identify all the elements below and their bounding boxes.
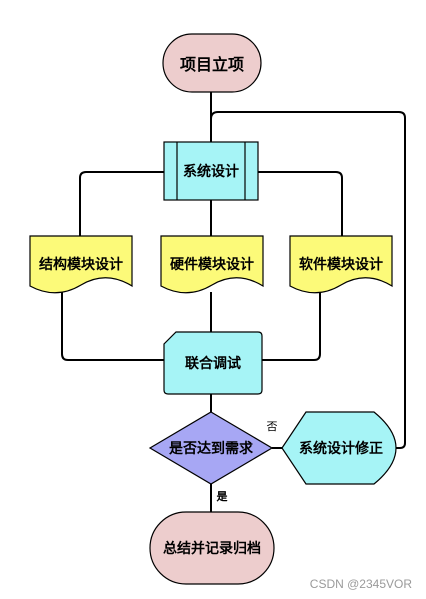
- edge-system-to-structure: [79, 171, 164, 236]
- edge-revise-feedback-loop: [210, 111, 406, 449]
- hardware-design-document-shape: [160, 235, 264, 294]
- start-terminal-shape: [162, 33, 262, 93]
- end-terminal-shape: [149, 511, 275, 585]
- software-design-document-shape: [289, 235, 393, 294]
- revise-display-shape: [281, 411, 397, 485]
- decision-diamond-shape: [148, 411, 274, 485]
- edge-software-to-integration: [258, 290, 321, 361]
- edge-structure-to-integration: [61, 290, 164, 361]
- system-design-process-shape: [163, 141, 259, 201]
- integration-card-shape: [163, 331, 263, 395]
- watermark-text: CSDN @2345VOR: [309, 577, 412, 591]
- edge-system-to-software: [258, 171, 343, 236]
- structure-design-document-shape: [29, 235, 133, 294]
